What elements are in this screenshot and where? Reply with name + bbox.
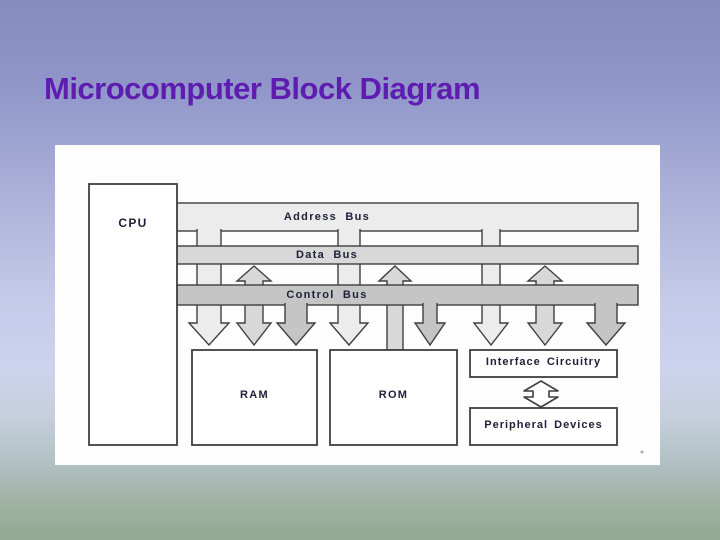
control-to-interface-arrow	[585, 303, 627, 347]
control-to-ram-arrow	[275, 303, 317, 347]
control-to-rom-arrow	[413, 303, 447, 347]
ram-label: RAM	[240, 389, 269, 401]
interface-circuitry-box	[469, 349, 618, 378]
address-bus-bar	[176, 202, 639, 232]
cpu-label: CPU	[118, 216, 148, 230]
data-bus-label: Data Bus	[295, 249, 359, 261]
scan-artifact-dot	[640, 450, 644, 454]
peripheral-devices-box	[469, 407, 618, 446]
interface-circuitry-label: Interface Circuitry	[485, 356, 602, 368]
slide-title: Microcomputer Block Diagram	[44, 71, 481, 106]
cpu-box	[88, 183, 178, 446]
interface-peripheral-double-arrow	[523, 380, 559, 408]
peripheral-devices-label: Peripheral Devices	[484, 419, 603, 431]
rom-box	[329, 349, 458, 446]
rom-label: ROM	[378, 389, 409, 401]
address-bus-label: Address Bus	[283, 211, 371, 223]
control-bus-label: Control Bus	[286, 289, 368, 301]
ram-box	[191, 349, 318, 446]
